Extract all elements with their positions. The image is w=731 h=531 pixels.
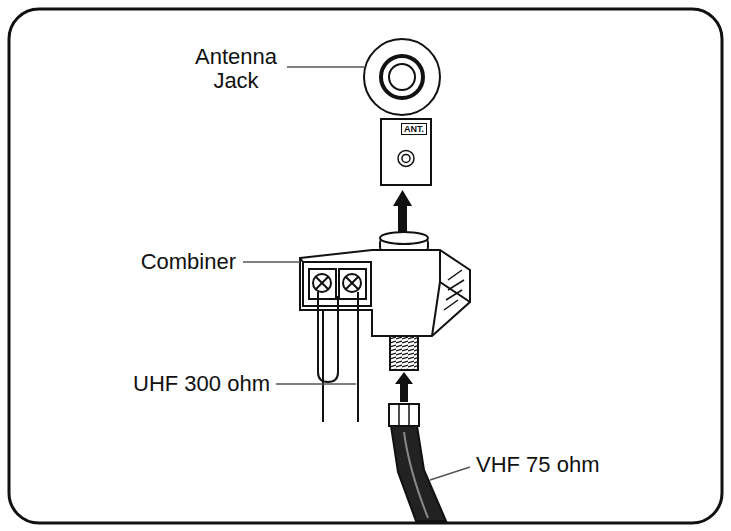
leader-line (243, 261, 300, 263)
combiner (300, 232, 470, 336)
part-label: Antenna Jack (186, 45, 286, 93)
screw-terminal (313, 274, 361, 292)
leader-line (430, 467, 470, 480)
part-label: UHF 300 ohm (133, 372, 270, 396)
part-label: VHF 75 ohm (476, 453, 600, 477)
coax-connector (390, 336, 418, 370)
leader-line (287, 66, 364, 68)
plate-label: ANT. (401, 123, 427, 135)
coax-cable (389, 404, 446, 521)
antenna-jack (364, 39, 440, 115)
uhf-wire (318, 292, 358, 422)
part-label: Combiner (141, 250, 236, 274)
frame (9, 9, 722, 523)
arrow (395, 372, 413, 402)
antenna-plate: ANT. (380, 118, 432, 186)
arrow (393, 190, 412, 232)
leader-line (276, 383, 356, 385)
